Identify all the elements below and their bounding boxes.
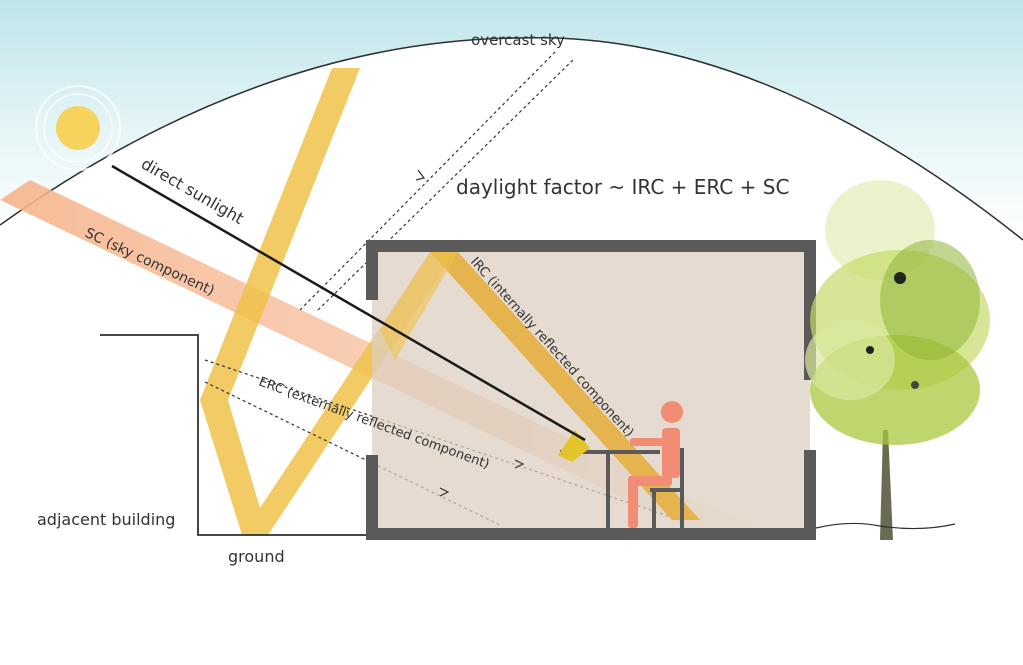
ray-arrow-marks bbox=[415, 169, 525, 497]
ground-label: ground bbox=[228, 547, 285, 566]
sky-dome-line bbox=[0, 36, 1023, 241]
tree-icon bbox=[805, 180, 990, 540]
chair bbox=[650, 448, 684, 528]
erc-rays bbox=[204, 51, 681, 526]
person-icon bbox=[628, 401, 683, 528]
ground-line bbox=[815, 522, 956, 530]
sun-patch bbox=[558, 430, 590, 462]
sun-icon bbox=[35, 85, 121, 171]
formula-label: daylight factor ~ IRC + ERC + SC bbox=[456, 175, 789, 199]
adjacent-building-label: adjacent building bbox=[37, 510, 175, 529]
adjacent-building bbox=[100, 334, 372, 536]
room bbox=[366, 240, 816, 540]
direct-sunlight-ray bbox=[111, 164, 586, 442]
sky-band bbox=[0, 0, 1023, 240]
overcast-sky-label: overcast sky bbox=[471, 31, 565, 49]
